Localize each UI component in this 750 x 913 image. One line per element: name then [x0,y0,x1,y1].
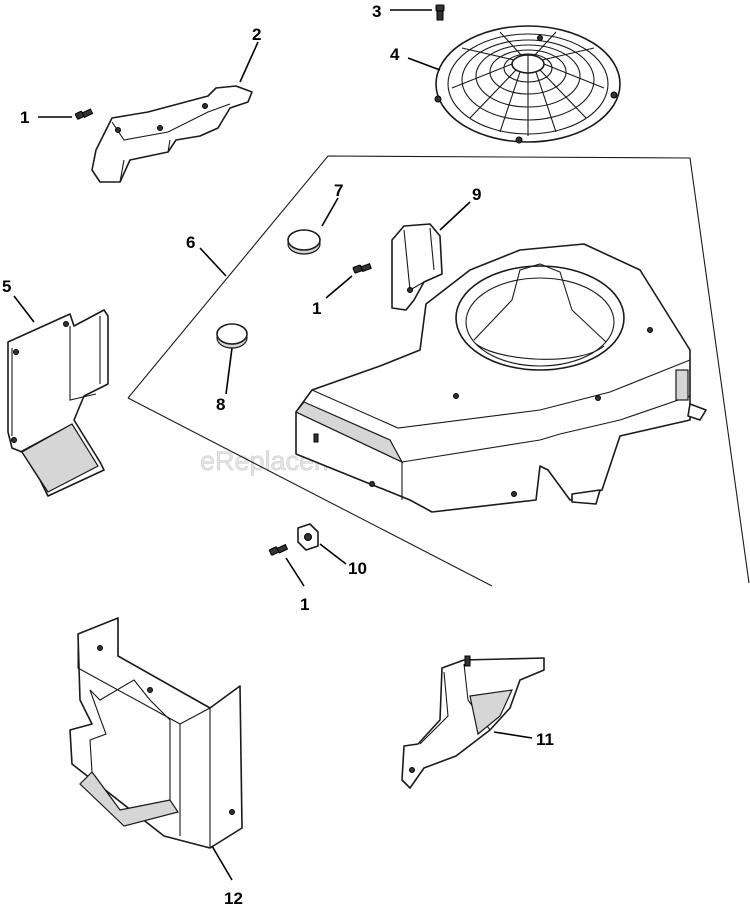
part-3-screw[interactable] [435,4,445,21]
part-11-lower-baffle[interactable] [401,655,545,789]
part-1-screw-bottom[interactable] [268,543,289,556]
callout-1-bottom: 1 [300,595,309,614]
callout-4: 4 [390,45,400,64]
part-1-screw-middle[interactable] [352,263,372,274]
callout-12: 12 [224,889,243,908]
callout-8: 8 [216,395,225,414]
leader-lines [13,9,533,881]
part-7-plug[interactable] [287,229,321,255]
part-9-small-baffle[interactable] [391,223,443,311]
callout-1-top: 1 [20,108,29,127]
part-10-nut[interactable] [297,523,319,551]
callout-1-middle: 1 [312,299,321,318]
part-4-grass-screen[interactable] [434,25,621,144]
part-1-screw-top[interactable] [74,108,94,120]
callout-labels: 1 2 3 4 5 6 7 8 9 1 10 1 11 12 [2,2,554,908]
part-2-bracket[interactable] [91,85,253,183]
callout-10: 10 [348,559,367,578]
callout-5: 5 [2,277,11,296]
part-8-plug[interactable] [216,323,248,349]
assembly-group-outline [127,155,750,587]
part-6-blower-housing[interactable] [295,243,707,513]
callout-2: 2 [252,25,261,44]
callout-11: 11 [536,730,554,749]
callout-7: 7 [334,181,343,200]
callout-6: 6 [186,233,195,252]
callout-3: 3 [372,2,381,21]
part-12-cylinder-shroud[interactable] [69,617,243,849]
callout-9: 9 [472,185,481,204]
part-5-side-baffle[interactable] [7,309,109,497]
